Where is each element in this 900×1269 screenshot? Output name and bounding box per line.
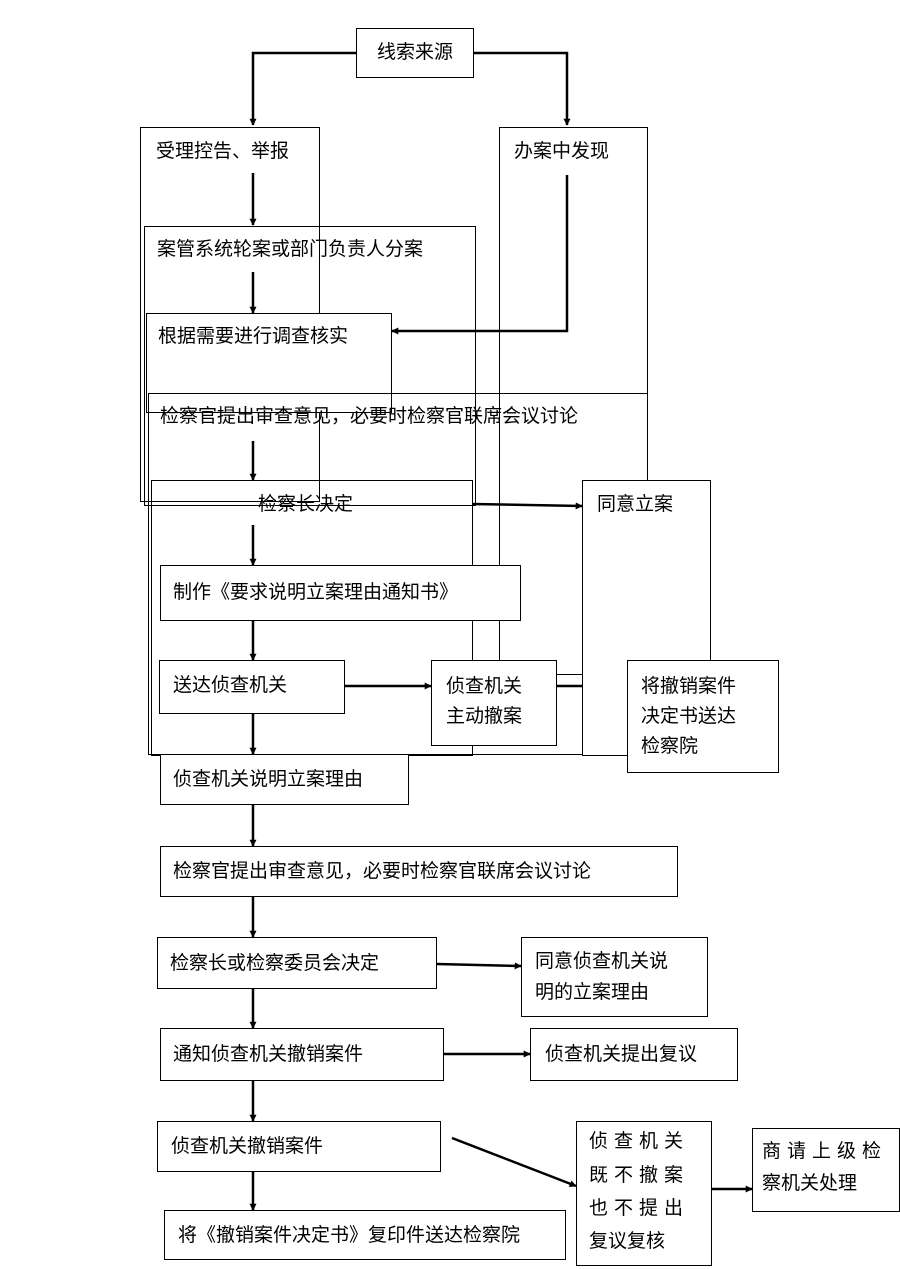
label-neither-2: 既不撤案 <box>589 1164 690 1186</box>
arrow-source-to-found <box>474 51 571 126</box>
box-review-opinion-2 <box>160 846 678 897</box>
label-police-explain: 侦查机关说明立案理由 <box>173 768 364 790</box>
label-police-reconsider: 侦查机关提出复议 <box>545 1043 698 1065</box>
label-neither-4: 复议复核 <box>589 1230 666 1252</box>
label-notify-revoke: 通知侦查机关撤销案件 <box>173 1043 364 1065</box>
box-police-withdraw <box>431 660 557 746</box>
arrow-source-to-accept <box>249 51 356 126</box>
label-make-notice: 制作《要求说明立案理由通知书》 <box>173 581 459 603</box>
label-review-opinion-2: 检察官提出审查意见，必要时检察官联席会议讨论 <box>173 860 592 882</box>
label-chief-committee-decide: 检察长或检察委员会决定 <box>170 952 380 974</box>
label-send-decision-3: 检察院 <box>641 735 699 757</box>
box-investigate <box>146 313 392 413</box>
label-agree-file: 同意立案 <box>597 493 674 515</box>
box-send-decision <box>627 660 779 773</box>
label-source: 线索来源 <box>376 41 453 63</box>
label-police-withdraw-1: 侦查机关 <box>446 675 523 697</box>
arrow-chief-to-agree <box>471 502 583 510</box>
label-send-copy: 将《撤销案件决定书》复印件送达检察院 <box>178 1224 521 1246</box>
box-chief-committee-decide <box>157 937 437 989</box>
box-police-reconsider <box>530 1028 738 1081</box>
box-agree-reason <box>521 937 708 1017</box>
box-send-copy <box>164 1210 566 1260</box>
box-assign-case <box>144 226 476 506</box>
box-police-revoke <box>157 1121 441 1172</box>
label-send-decision-1: 将撤销案件 <box>641 675 737 697</box>
label-accept-report: 受理控告、举报 <box>156 140 290 162</box>
arrow-found-to-investigate <box>391 175 569 335</box>
box-neither <box>576 1121 712 1266</box>
label-assign-case: 案管系统轮案或部门负责人分案 <box>157 238 424 260</box>
box-notify-revoke <box>160 1028 444 1081</box>
label-agree-reason-2: 明的立案理由 <box>535 981 650 1003</box>
label-request-upper-2: 察机关处理 <box>762 1172 858 1194</box>
label-send-decision-2: 决定书送达 <box>641 705 737 727</box>
label-review-opinion-1: 检察官提出审查意见，必要时检察官联席会议讨论 <box>160 405 579 427</box>
arrow-revoke-to-neither <box>451 1136 577 1188</box>
label-deliver-police: 送达侦查机关 <box>173 674 288 696</box>
label-chief-decide: 检察长决定 <box>258 493 354 515</box>
box-deliver-police <box>159 660 345 714</box>
label-found-in-case: 办案中发现 <box>514 140 610 162</box>
label-agree-reason-1: 同意侦查机关说 <box>535 950 669 972</box>
box-make-notice <box>160 565 521 621</box>
label-neither-3: 也不提出 <box>589 1197 690 1219</box>
label-neither-1: 侦查机关 <box>589 1130 690 1152</box>
label-police-withdraw-2: 主动撤案 <box>446 705 523 727</box>
label-request-upper-1: 商请上级检 <box>762 1140 888 1162</box>
arrow-committee-to-agree-reason <box>436 962 522 970</box>
box-police-explain <box>160 754 409 805</box>
label-police-revoke: 侦查机关撤销案件 <box>171 1135 324 1157</box>
label-investigate: 根据需要进行调查核实 <box>158 325 349 347</box>
box-source <box>356 28 474 78</box>
